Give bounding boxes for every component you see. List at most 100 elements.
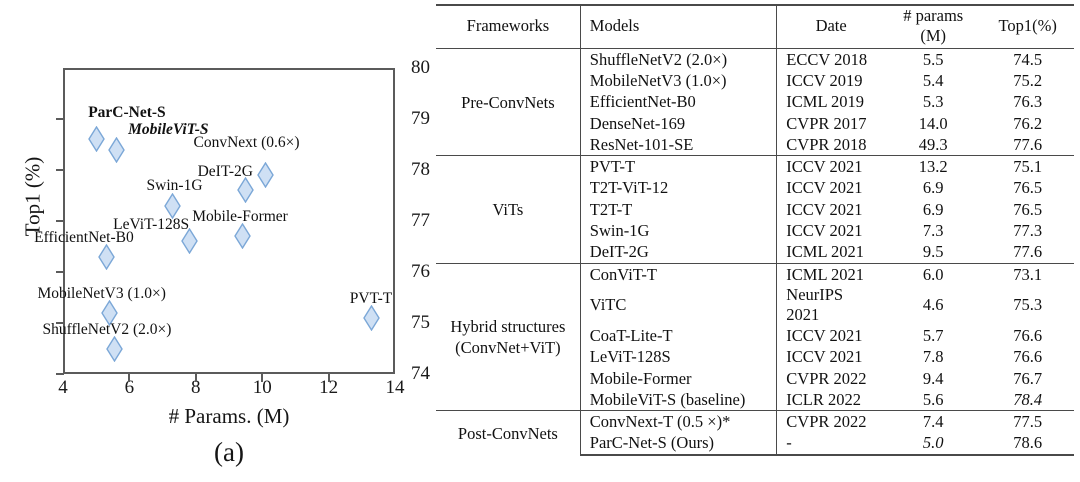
params-cell: 6.9 <box>922 199 944 219</box>
y-tick-mark <box>56 169 64 171</box>
data-point-marker <box>257 162 274 189</box>
params-cell: 4.6 <box>922 295 944 315</box>
comparison-table: Frameworks Models Date # params (M) Top1… <box>436 4 1074 457</box>
date-cell: ICCV 2021 <box>776 325 886 347</box>
framework-cell: Post-ConvNets <box>436 410 581 456</box>
x-tick-label: 12 <box>319 377 339 398</box>
model-cell: PVT-T <box>579 155 777 178</box>
model-cell: ConvNext-T (0.5 ×)* <box>579 410 777 433</box>
top1-cell: 73.1 <box>981 262 1074 286</box>
data-point-label: DeIT-2G <box>197 163 253 181</box>
framework-cell: ViTs <box>436 155 581 264</box>
framework-line: Hybrid structures <box>450 317 566 337</box>
top1-cell: 76.6 <box>1013 347 1043 367</box>
date-cell: NeurIPS 2021 <box>776 285 886 326</box>
table-header-row: Frameworks Models Date # params (M) Top1… <box>436 4 1074 49</box>
top1-cell: 76.5 <box>1013 199 1043 219</box>
table-head: Frameworks Models Date # params (M) Top1… <box>436 4 1074 49</box>
params-cell: 49.3 <box>918 134 948 154</box>
y-tick-label: 74 <box>411 363 430 384</box>
params-cell: 5.7 <box>922 325 944 345</box>
data-point-marker <box>107 136 125 163</box>
x-tick-label: 8 <box>191 377 201 398</box>
model-cell: LeViT-128S <box>579 346 777 368</box>
data-point-marker <box>97 243 115 270</box>
y-tick-mark <box>56 220 64 222</box>
model-cell: Swin-1G <box>579 220 777 242</box>
params-cell: 6.0 <box>885 262 982 286</box>
data-point-label: ConvNext (0.6×) <box>193 134 300 152</box>
data-point-marker <box>363 304 381 331</box>
params-cell: 7.8 <box>922 347 944 367</box>
model-cell: ResNet-101-SE <box>579 134 777 156</box>
top1-cell: 78.4 <box>1013 389 1043 409</box>
params-cell: 9.5 <box>922 242 944 262</box>
data-point-label: MobileViT-S <box>128 120 209 138</box>
x-tick-label: 6 <box>124 377 135 398</box>
plot-area <box>63 68 395 374</box>
y-tick-label: 77 <box>411 210 430 231</box>
date-cell: - <box>776 432 886 457</box>
framework-line: (ConvNet+ViT) <box>455 338 561 358</box>
data-point-marker <box>164 192 181 219</box>
data-point-marker <box>87 126 105 153</box>
framework-cell: Hybrid structures(ConvNet+ViT) <box>436 262 581 411</box>
table-panel: Frameworks Models Date # params (M) Top1… <box>430 0 1080 482</box>
date-cell: ECCV 2018 <box>776 48 886 71</box>
top1-cell: 74.5 <box>981 48 1074 71</box>
model-cell: ShuffleNetV2 (2.0×) <box>579 48 777 71</box>
top1-cell: 76.2 <box>1013 113 1043 133</box>
model-cell: T2T-ViT-12 <box>579 177 777 200</box>
y-tick-label: 78 <box>411 159 430 180</box>
y-tick-mark <box>56 118 64 120</box>
data-point-label: LeViT-128S <box>113 216 190 234</box>
data-point-marker <box>233 223 251 250</box>
x-tick-mark <box>128 374 131 382</box>
data-point-marker <box>101 299 118 326</box>
header-top1: Top1(%) <box>981 4 1074 49</box>
data-point-label: EfficientNet-B0 <box>34 228 134 246</box>
header-frameworks: Frameworks <box>436 4 581 49</box>
date-cell: ICCV 2021 <box>776 199 886 221</box>
top1-cell: 76.7 <box>1013 368 1043 388</box>
x-tick-label: 14 <box>385 377 405 398</box>
caption-a: (a) <box>214 437 244 467</box>
data-point-label: Mobile-Former <box>192 208 288 226</box>
y-tick-mark <box>56 373 64 375</box>
y-tick-mark <box>56 322 64 324</box>
model-cell: Mobile-Former <box>579 367 777 390</box>
params-cell: 5.0 <box>885 432 982 457</box>
params-cell: 9.4 <box>922 368 944 388</box>
model-cell: T2T-T <box>579 199 777 221</box>
data-point-marker <box>180 228 198 255</box>
top1-cell: 75.3 <box>1013 295 1043 315</box>
data-point-marker <box>106 335 123 362</box>
top1-cell: 75.2 <box>1013 70 1043 90</box>
data-point-label: PVT-T <box>349 289 393 307</box>
date-cell: CVPR 2018 <box>776 134 886 156</box>
y-tick-label: 76 <box>411 261 430 282</box>
top1-cell: 77.3 <box>1013 221 1043 241</box>
header-models: Models <box>579 4 777 49</box>
date-cell: ICLR 2022 <box>776 389 886 411</box>
model-cell: ParC-Net-S (Ours) <box>579 432 777 457</box>
model-cell: MobileViT-S (baseline) <box>579 389 777 411</box>
top1-cell: 76.3 <box>1013 92 1043 112</box>
date-cell: ICCV 2021 <box>776 177 886 200</box>
framework-cell: Pre-ConvNets <box>436 47 581 156</box>
